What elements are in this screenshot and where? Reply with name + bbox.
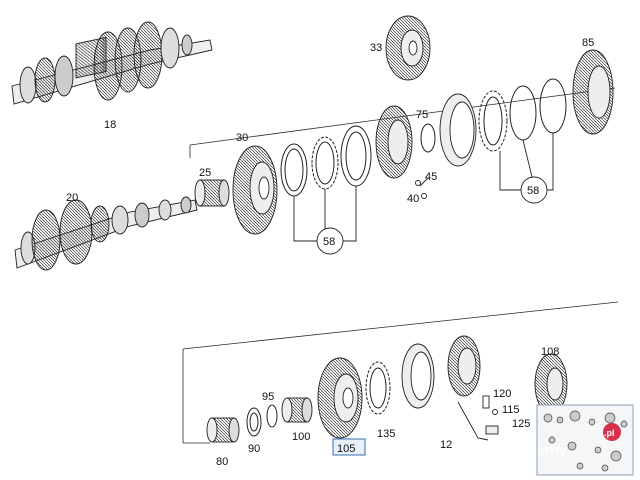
label-58-right: 58 bbox=[527, 185, 539, 197]
label-75: 75 bbox=[416, 109, 428, 121]
part-25-needle-bearing bbox=[194, 179, 230, 207]
part-135-sync-ring bbox=[365, 361, 391, 415]
label-40: 40 bbox=[407, 193, 419, 205]
part-33-gear bbox=[385, 15, 431, 81]
part-80-needle-bearing bbox=[206, 417, 240, 443]
part-100-needle-bearing bbox=[281, 397, 313, 423]
label-90: 90 bbox=[248, 443, 260, 455]
label-20: 20 bbox=[66, 192, 78, 204]
label-120: 120 bbox=[493, 388, 511, 400]
highlight-box-105 bbox=[332, 438, 366, 456]
label-30: 30 bbox=[236, 132, 248, 144]
lower-synchro-hub bbox=[447, 335, 481, 397]
part-127-bracket bbox=[457, 401, 499, 441]
label-100: 100 bbox=[292, 431, 310, 443]
label-58-upper: 58 bbox=[323, 236, 335, 248]
label-115: 115 bbox=[502, 404, 520, 416]
callout-58-right bbox=[499, 133, 554, 204]
watermark-logo-icon bbox=[603, 423, 621, 441]
label-95: 95 bbox=[262, 391, 274, 403]
part-20-shaft bbox=[14, 196, 198, 271]
part-85-gear bbox=[572, 49, 614, 135]
label-135: 135 bbox=[377, 428, 395, 440]
label-108: 108 bbox=[541, 346, 559, 358]
label-25: 25 bbox=[199, 167, 211, 179]
part-95-ring bbox=[266, 404, 278, 428]
part-90-washer bbox=[246, 407, 262, 437]
part-105-gear bbox=[317, 357, 363, 439]
part-18-shaft bbox=[11, 21, 213, 105]
sync-rings-group-1 bbox=[280, 125, 372, 197]
label-45: 45 bbox=[425, 171, 437, 183]
part-75-ring bbox=[420, 123, 436, 153]
part-labels: 18 20 25 30 33 40 45 58 58 75 80 85 90 9… bbox=[66, 37, 594, 468]
label-125: 125 bbox=[512, 418, 530, 430]
label-85: 85 bbox=[582, 37, 594, 49]
lower-shift-sleeve bbox=[401, 343, 435, 409]
callout-58-upper bbox=[293, 186, 357, 255]
shift-sleeve bbox=[439, 93, 477, 167]
label-105: 105 bbox=[337, 443, 355, 455]
watermark-suffix: .pl bbox=[604, 428, 615, 438]
label-127: 12 bbox=[440, 439, 452, 451]
part-108-gear bbox=[534, 353, 568, 415]
seller-thumbnail bbox=[536, 404, 634, 476]
part-30-gear bbox=[232, 145, 278, 235]
watermark-text: sprzedajemy bbox=[476, 442, 568, 459]
label-80: 80 bbox=[216, 456, 228, 468]
part-40-synchro-hub bbox=[375, 105, 429, 199]
label-33: 33 bbox=[370, 42, 382, 54]
label-18: 18 bbox=[104, 119, 116, 131]
part-120-detent bbox=[482, 395, 498, 415]
